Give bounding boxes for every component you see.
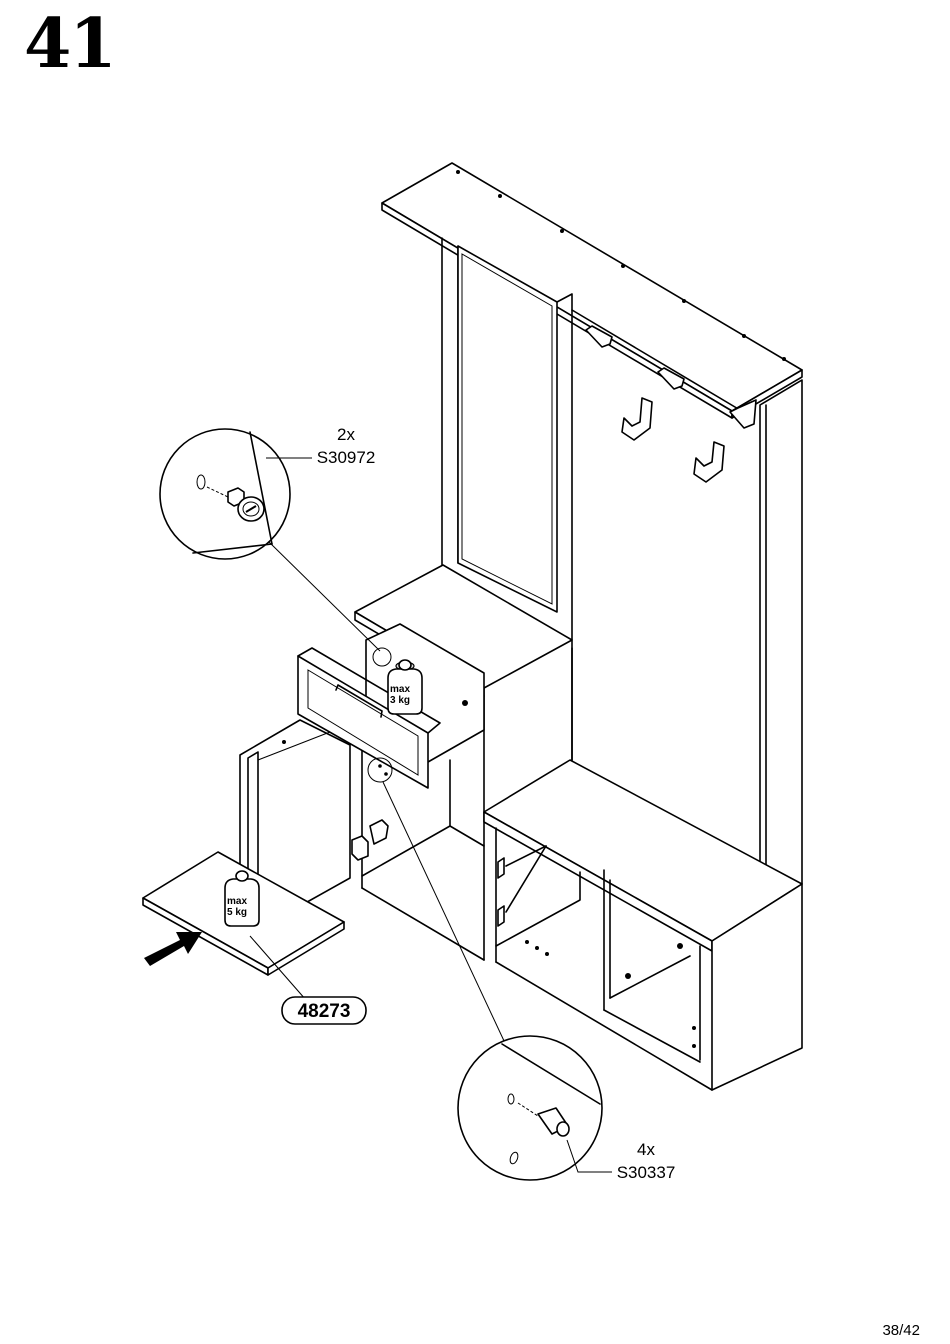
drawer-weight-line2: 3 kg — [390, 695, 410, 706]
page-number: 38/42 — [882, 1322, 920, 1339]
dowel-quantity: 4x — [637, 1140, 655, 1159]
shelf-weight-line2: 5 kg — [227, 907, 247, 918]
part-code: 48273 — [298, 1001, 351, 1022]
shelf-weight-line1: max — [227, 896, 247, 907]
right-side-panel — [760, 380, 802, 905]
part-label: 48273 — [282, 997, 366, 1024]
cam-lock-detail: 2x S30972 — [160, 425, 380, 651]
cam-lock-quantity: 2x — [337, 425, 355, 444]
drawer-weight-line1: max — [390, 684, 410, 695]
cam-lock-code: S30972 — [317, 448, 376, 467]
dowel-code: S30337 — [617, 1163, 676, 1182]
shelf-weight-icon: max 5 kg — [225, 871, 259, 926]
dowel-location-marker — [368, 758, 392, 782]
hallway-cabinet: max 3 kg — [240, 163, 802, 1090]
insert-direction-arrow — [144, 932, 202, 966]
mirror-panel — [458, 246, 557, 612]
